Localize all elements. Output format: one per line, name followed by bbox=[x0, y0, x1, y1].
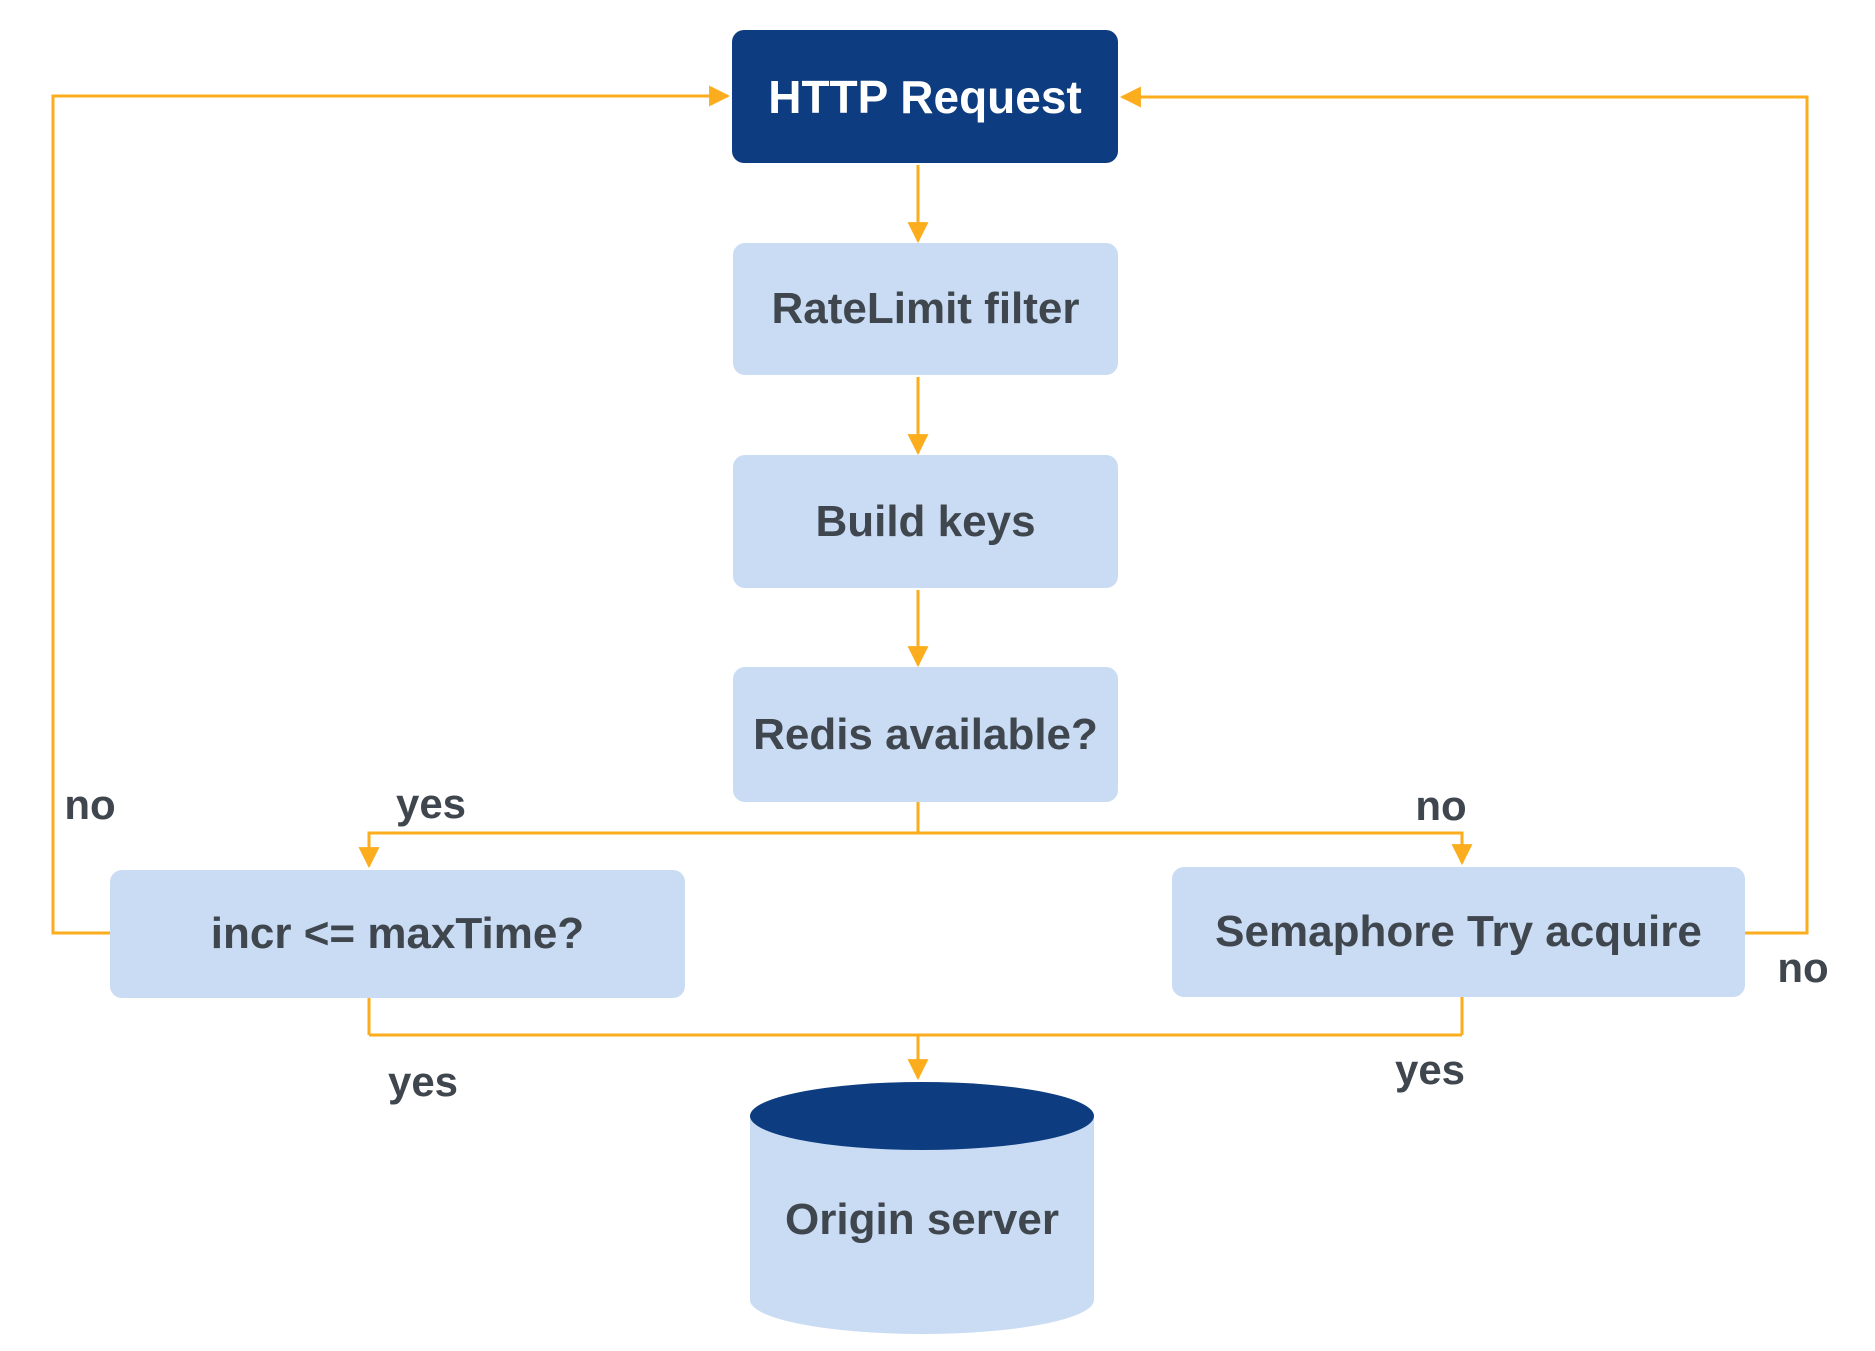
edge-redis-no-to-semaphore bbox=[918, 831, 1473, 866]
node-origin-server-cylinder bbox=[750, 1082, 1094, 1334]
cylinder-top-ellipse bbox=[750, 1082, 1094, 1150]
node-incr-check: incr <= maxTime? bbox=[110, 870, 685, 998]
edge-label-redis-yes: yes bbox=[395, 780, 467, 827]
node-redis-available-label: Redis available? bbox=[753, 709, 1098, 759]
edge-label-semaphore-yes: yes bbox=[1394, 1046, 1466, 1093]
edge-label-incr-yes: yes bbox=[387, 1058, 459, 1105]
node-origin-server-label: Origin server bbox=[785, 1195, 1059, 1244]
node-semaphore-try-acquire-label: Semaphore Try acquire bbox=[1215, 907, 1702, 956]
edge-label-incr-no: no bbox=[64, 781, 116, 828]
node-http-request-label: HTTP Request bbox=[768, 70, 1082, 123]
node-redis-available: Redis available? bbox=[733, 667, 1118, 802]
node-http-request: HTTP Request bbox=[732, 30, 1118, 163]
edge-label-redis-no: no bbox=[1415, 782, 1467, 829]
edge-semaphore-no-to-http bbox=[1119, 86, 1809, 935]
edge-label-semaphore-no: no bbox=[1777, 944, 1829, 991]
node-incr-check-label: incr <= maxTime? bbox=[210, 909, 585, 958]
edge-incr-no-to-http bbox=[51, 85, 731, 935]
node-ratelimit-filter-label: RateLimit filter bbox=[771, 284, 1080, 333]
node-ratelimit-filter: RateLimit filter bbox=[733, 243, 1118, 375]
node-build-keys: Build keys bbox=[733, 455, 1118, 588]
node-semaphore-try-acquire: Semaphore Try acquire bbox=[1172, 867, 1745, 997]
edge-redis-yes-to-incr bbox=[358, 831, 918, 869]
node-build-keys-label: Build keys bbox=[815, 496, 1036, 546]
